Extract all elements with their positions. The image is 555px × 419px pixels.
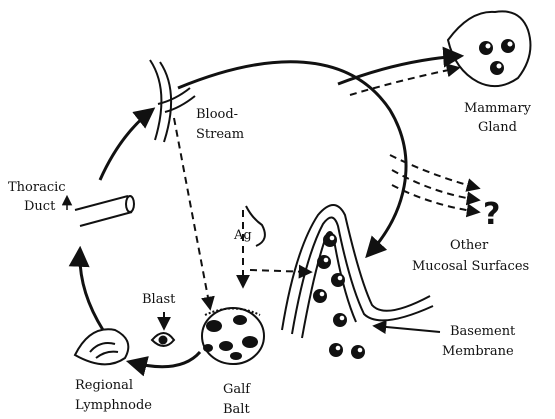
blast-cell xyxy=(152,333,174,346)
label-thoracic-line2: Duct xyxy=(24,199,56,214)
dashed-arrow-to-mucosa xyxy=(250,270,310,272)
label-regional-line1: Regional xyxy=(75,378,133,393)
circulation-path-to-mammary xyxy=(338,56,460,84)
circulation-path-balt-to-ln xyxy=(130,352,200,367)
galt-balt-follicle xyxy=(202,308,264,364)
mucosal-villus xyxy=(282,205,433,338)
label-basement-line1: Basement xyxy=(450,324,516,339)
label-blood-stream-line1: Blood- xyxy=(196,107,238,122)
label-regional-line2: Lymphnode xyxy=(75,398,152,413)
circulation-path-duct-to-blood xyxy=(100,110,152,180)
label-basement-line2: Membrane xyxy=(442,344,514,359)
dashed-arrow-blood-to-balt xyxy=(174,118,210,308)
arrow-basement-membrane xyxy=(375,326,440,332)
label-galf: Galf xyxy=(223,382,251,397)
label-blood-stream-line2: Stream xyxy=(196,127,244,142)
dashed-arrow-to-mammary xyxy=(350,68,458,95)
label-mammary-line1: Mammary xyxy=(464,101,532,116)
blood-vessel xyxy=(150,60,195,142)
label-thoracic-line1: Thoracic xyxy=(8,180,66,195)
label-other-line1: Other xyxy=(450,238,489,253)
question-mark: ? xyxy=(483,197,500,232)
circulation-path-blood-arc xyxy=(178,62,406,255)
label-other-line2: Mucosal Surfaces xyxy=(412,259,529,274)
label-ag: Ag xyxy=(233,228,252,243)
label-blast: Blast xyxy=(142,292,176,307)
circulation-path-ln-to-duct xyxy=(80,250,103,330)
label-balt: Balt xyxy=(223,402,250,417)
regional-lymphnode xyxy=(75,329,128,364)
mammary-gland xyxy=(448,11,530,86)
thoracic-duct-tube xyxy=(75,196,134,226)
label-mammary-line2: Gland xyxy=(478,120,517,135)
